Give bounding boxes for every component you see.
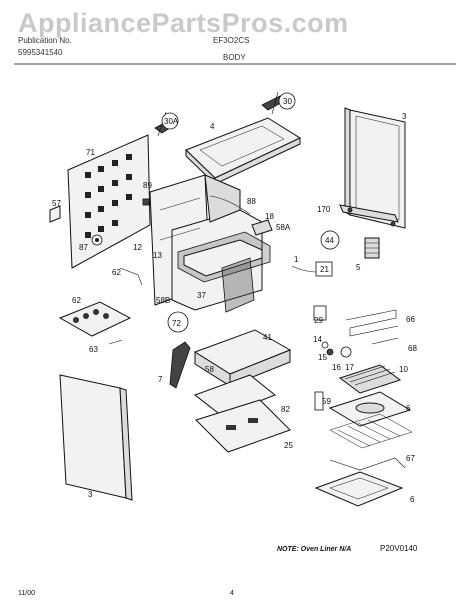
part-25-bottom-panel <box>195 399 291 453</box>
section-title: BODY <box>223 53 246 62</box>
callout: 30A <box>161 112 179 130</box>
callout: 63 <box>89 345 98 354</box>
callout: 67 <box>406 454 415 463</box>
part-21-switch <box>315 261 333 277</box>
callout: 25 <box>284 441 293 450</box>
part-62-control-panel <box>58 301 132 337</box>
part-82-window <box>193 374 276 417</box>
part-71-back-panel <box>67 134 151 269</box>
part-18-bracket <box>251 219 273 236</box>
watermark: AppliancePartsPros.com <box>18 8 349 38</box>
callout: 29 <box>314 316 323 325</box>
part-14-screw <box>321 341 329 349</box>
callout: 58 <box>205 365 214 374</box>
callout: 30 <box>278 92 296 110</box>
callout: 170 <box>317 205 331 214</box>
footer-page-number: 4 <box>230 590 234 597</box>
callout: 3 <box>402 112 407 121</box>
callout: 82 <box>281 405 290 414</box>
part-3-side-panel-left <box>59 374 133 501</box>
part-6-broiler-drawer <box>314 471 404 507</box>
callout: 6 <box>410 495 415 504</box>
part-16-light <box>314 391 324 411</box>
part-10-broiler-pan <box>338 364 402 394</box>
callout: 72 <box>172 319 181 328</box>
svg-text:44: 44 <box>325 236 334 245</box>
model-number: EF3O2CS <box>213 36 249 45</box>
callout: 14 <box>313 335 322 344</box>
footer-date: 11/00 <box>18 590 35 597</box>
part-6-rack-upper <box>328 391 412 427</box>
callout-labels: 30A 4 30 3 71 89 88 18 58A 170 57 44 12 … <box>52 92 417 504</box>
part-63-screw <box>108 339 123 345</box>
part-17-knob <box>340 346 352 358</box>
callout: 41 <box>263 333 272 342</box>
callout: 44 <box>320 230 340 250</box>
part-1-wire <box>291 265 317 273</box>
part-7-handle <box>169 341 191 389</box>
part-4-top-panel <box>185 117 302 186</box>
part-29-sensor <box>313 305 327 321</box>
callout: 59 <box>322 397 331 406</box>
callout: 57 <box>52 199 61 208</box>
callout: 18 <box>265 212 274 221</box>
callout: 71 <box>86 148 95 157</box>
callout: 87 <box>79 243 88 252</box>
part-58a-gasket <box>177 231 271 283</box>
callout: 4 <box>210 122 215 131</box>
note-text: NOTE: Oven Liner N/A <box>277 546 351 553</box>
callout: 3 <box>88 490 93 499</box>
callout: 7 <box>158 375 163 384</box>
callout: 89 <box>143 181 152 190</box>
part-58b-frame <box>221 257 255 313</box>
part-87-knob <box>91 234 103 246</box>
callout: 5 <box>356 263 361 272</box>
callout: 16 <box>332 363 341 372</box>
part-67-element <box>329 457 406 471</box>
callout: 1 <box>294 255 299 264</box>
part-57-plate <box>49 205 61 223</box>
part-59-rack <box>329 413 413 449</box>
callout: 62 <box>112 268 121 277</box>
svg-text:30A: 30A <box>164 117 179 126</box>
part-68-wire <box>371 337 399 345</box>
callout: 66 <box>406 315 415 324</box>
callout: 58A <box>276 223 291 232</box>
publication-label: Publication No. <box>18 36 72 45</box>
callout: 17 <box>345 363 354 372</box>
callout: 37 <box>197 291 206 300</box>
part-62-wire <box>119 267 143 286</box>
publication-number: 5995341540 <box>18 48 63 57</box>
part-170-bracket <box>339 204 399 227</box>
part-89-screw <box>142 198 150 206</box>
part-5-spring <box>364 237 380 259</box>
callout: 21 <box>320 265 329 274</box>
callout: 58B <box>156 296 170 305</box>
callout: 88 <box>247 197 256 206</box>
callout: 68 <box>408 344 417 353</box>
callout: 6 <box>406 404 411 413</box>
callout: 10 <box>399 365 408 374</box>
part-88-wire <box>209 195 251 215</box>
part-72-grommet <box>167 311 189 333</box>
callout: 12 <box>133 243 142 252</box>
part-3-side-panel-right <box>344 107 406 229</box>
diagram-code: P20V0140 <box>380 544 418 553</box>
callout: 15 <box>318 353 327 362</box>
part-66-element <box>345 309 399 337</box>
callout: 62 <box>72 296 81 305</box>
callout: 13 <box>153 251 162 260</box>
part-15-nut <box>326 348 334 356</box>
svg-text:30: 30 <box>283 97 292 106</box>
